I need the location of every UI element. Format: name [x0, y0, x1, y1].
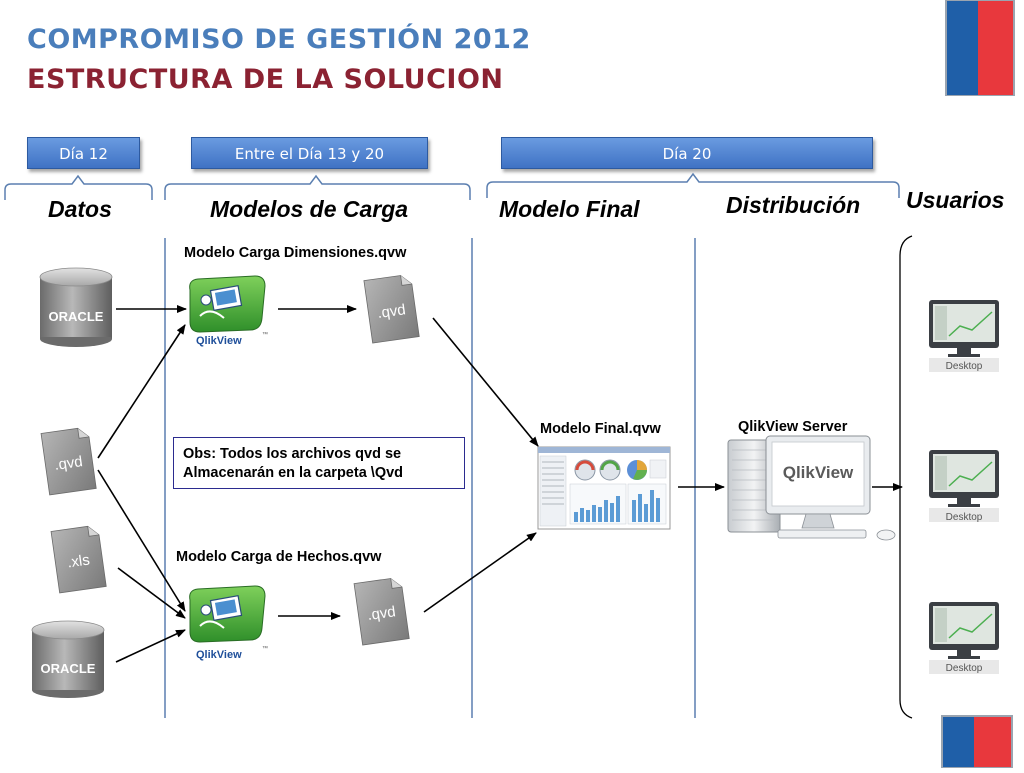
- bracket-datos: [4, 174, 153, 200]
- arrow-qvd-to-dimensions: [97, 324, 186, 459]
- desktop-monitor-1-icon: Desktop: [929, 300, 999, 372]
- note-line-1: Obs: Todos los archivos qvd se: [183, 446, 402, 462]
- arrow-oracle-to-facts: [115, 629, 186, 663]
- qvd-output-bottom-icon: .qvd: [353, 578, 410, 646]
- users-bracket: [899, 235, 913, 719]
- column-heading-distribucion: Distribución: [726, 192, 861, 218]
- label-modelo-final: Modelo Final.qvw: [540, 421, 661, 437]
- svg-text:.qvd: .qvd: [366, 603, 396, 624]
- arrow-qvd-to-facts: [97, 469, 186, 612]
- flag-top-icon: [944, 0, 1016, 97]
- column-heading-modelos-carga: Modelos de Carga: [210, 196, 409, 222]
- label-modelo-hechos: Modelo Carga de Hechos.qvw: [176, 549, 382, 565]
- svg-text:QlikView: QlikView: [196, 335, 242, 347]
- arrow-xls-to-facts: [117, 567, 186, 619]
- arrow-qvd-bottom-to-final: [423, 532, 537, 613]
- desktop-monitor-3-icon: Desktop: [929, 602, 999, 674]
- phase-pill-dia12: Día 12: [27, 137, 140, 169]
- svg-text:.qvd: .qvd: [376, 301, 406, 322]
- qlikview-logo-top-icon: QlikView ™: [189, 275, 268, 347]
- final-model-dashboard-icon: [537, 446, 671, 530]
- phase-pill-dia13-20: Entre el Día 13 y 20: [191, 137, 428, 169]
- svg-text:ORACLE: ORACLE: [49, 309, 104, 324]
- svg-text:QlikView: QlikView: [196, 649, 242, 661]
- qlikview-logo-bottom-icon: QlikView ™: [189, 585, 268, 661]
- svg-text:Desktop: Desktop: [946, 663, 983, 674]
- qvd-output-top-icon: .qvd: [363, 275, 420, 344]
- svg-text:QlikView: QlikView: [783, 463, 854, 482]
- oracle-db-bottom-icon: ORACLE: [31, 620, 105, 698]
- slide-subtitle: ESTRUCTURA DE LA SOLUCION: [27, 64, 504, 95]
- qvd-source-file-icon: .qvd: [40, 427, 97, 496]
- bracket-final: [486, 172, 900, 198]
- column-heading-modelo-final: Modelo Final: [499, 196, 640, 222]
- svg-text:.xls: .xls: [66, 551, 91, 571]
- desktop-monitor-2-icon: Desktop: [929, 450, 999, 523]
- slide-title: COMPROMISO DE GESTIÓN 2012: [27, 24, 531, 55]
- svg-text:ORACLE: ORACLE: [41, 661, 96, 676]
- svg-text:Desktop: Desktop: [946, 512, 983, 523]
- arrow-qvd-top-to-final: [432, 317, 539, 447]
- column-heading-usuarios: Usuarios: [906, 187, 1005, 213]
- svg-text:.qvd: .qvd: [53, 453, 83, 474]
- note-line-2: Almacenarán en la carpeta \Qvd: [183, 465, 404, 481]
- column-heading-datos: Datos: [48, 196, 112, 222]
- note-box: Obs: Todos los archivos qvd se Almacenar…: [173, 437, 465, 489]
- oracle-db-top-icon: ORACLE: [39, 267, 113, 347]
- svg-text:Desktop: Desktop: [946, 361, 983, 372]
- label-qlikview-server: QlikView Server: [738, 419, 848, 435]
- svg-text:™: ™: [262, 331, 268, 338]
- phase-pill-dia20: Día 20: [501, 137, 873, 169]
- qlikview-server-icon: QlikView: [727, 435, 896, 541]
- label-modelo-dimensiones: Modelo Carga Dimensiones.qvw: [184, 245, 407, 261]
- bracket-modelos: [164, 174, 471, 200]
- svg-text:™: ™: [262, 645, 268, 652]
- xls-source-file-icon: .xls: [50, 525, 107, 594]
